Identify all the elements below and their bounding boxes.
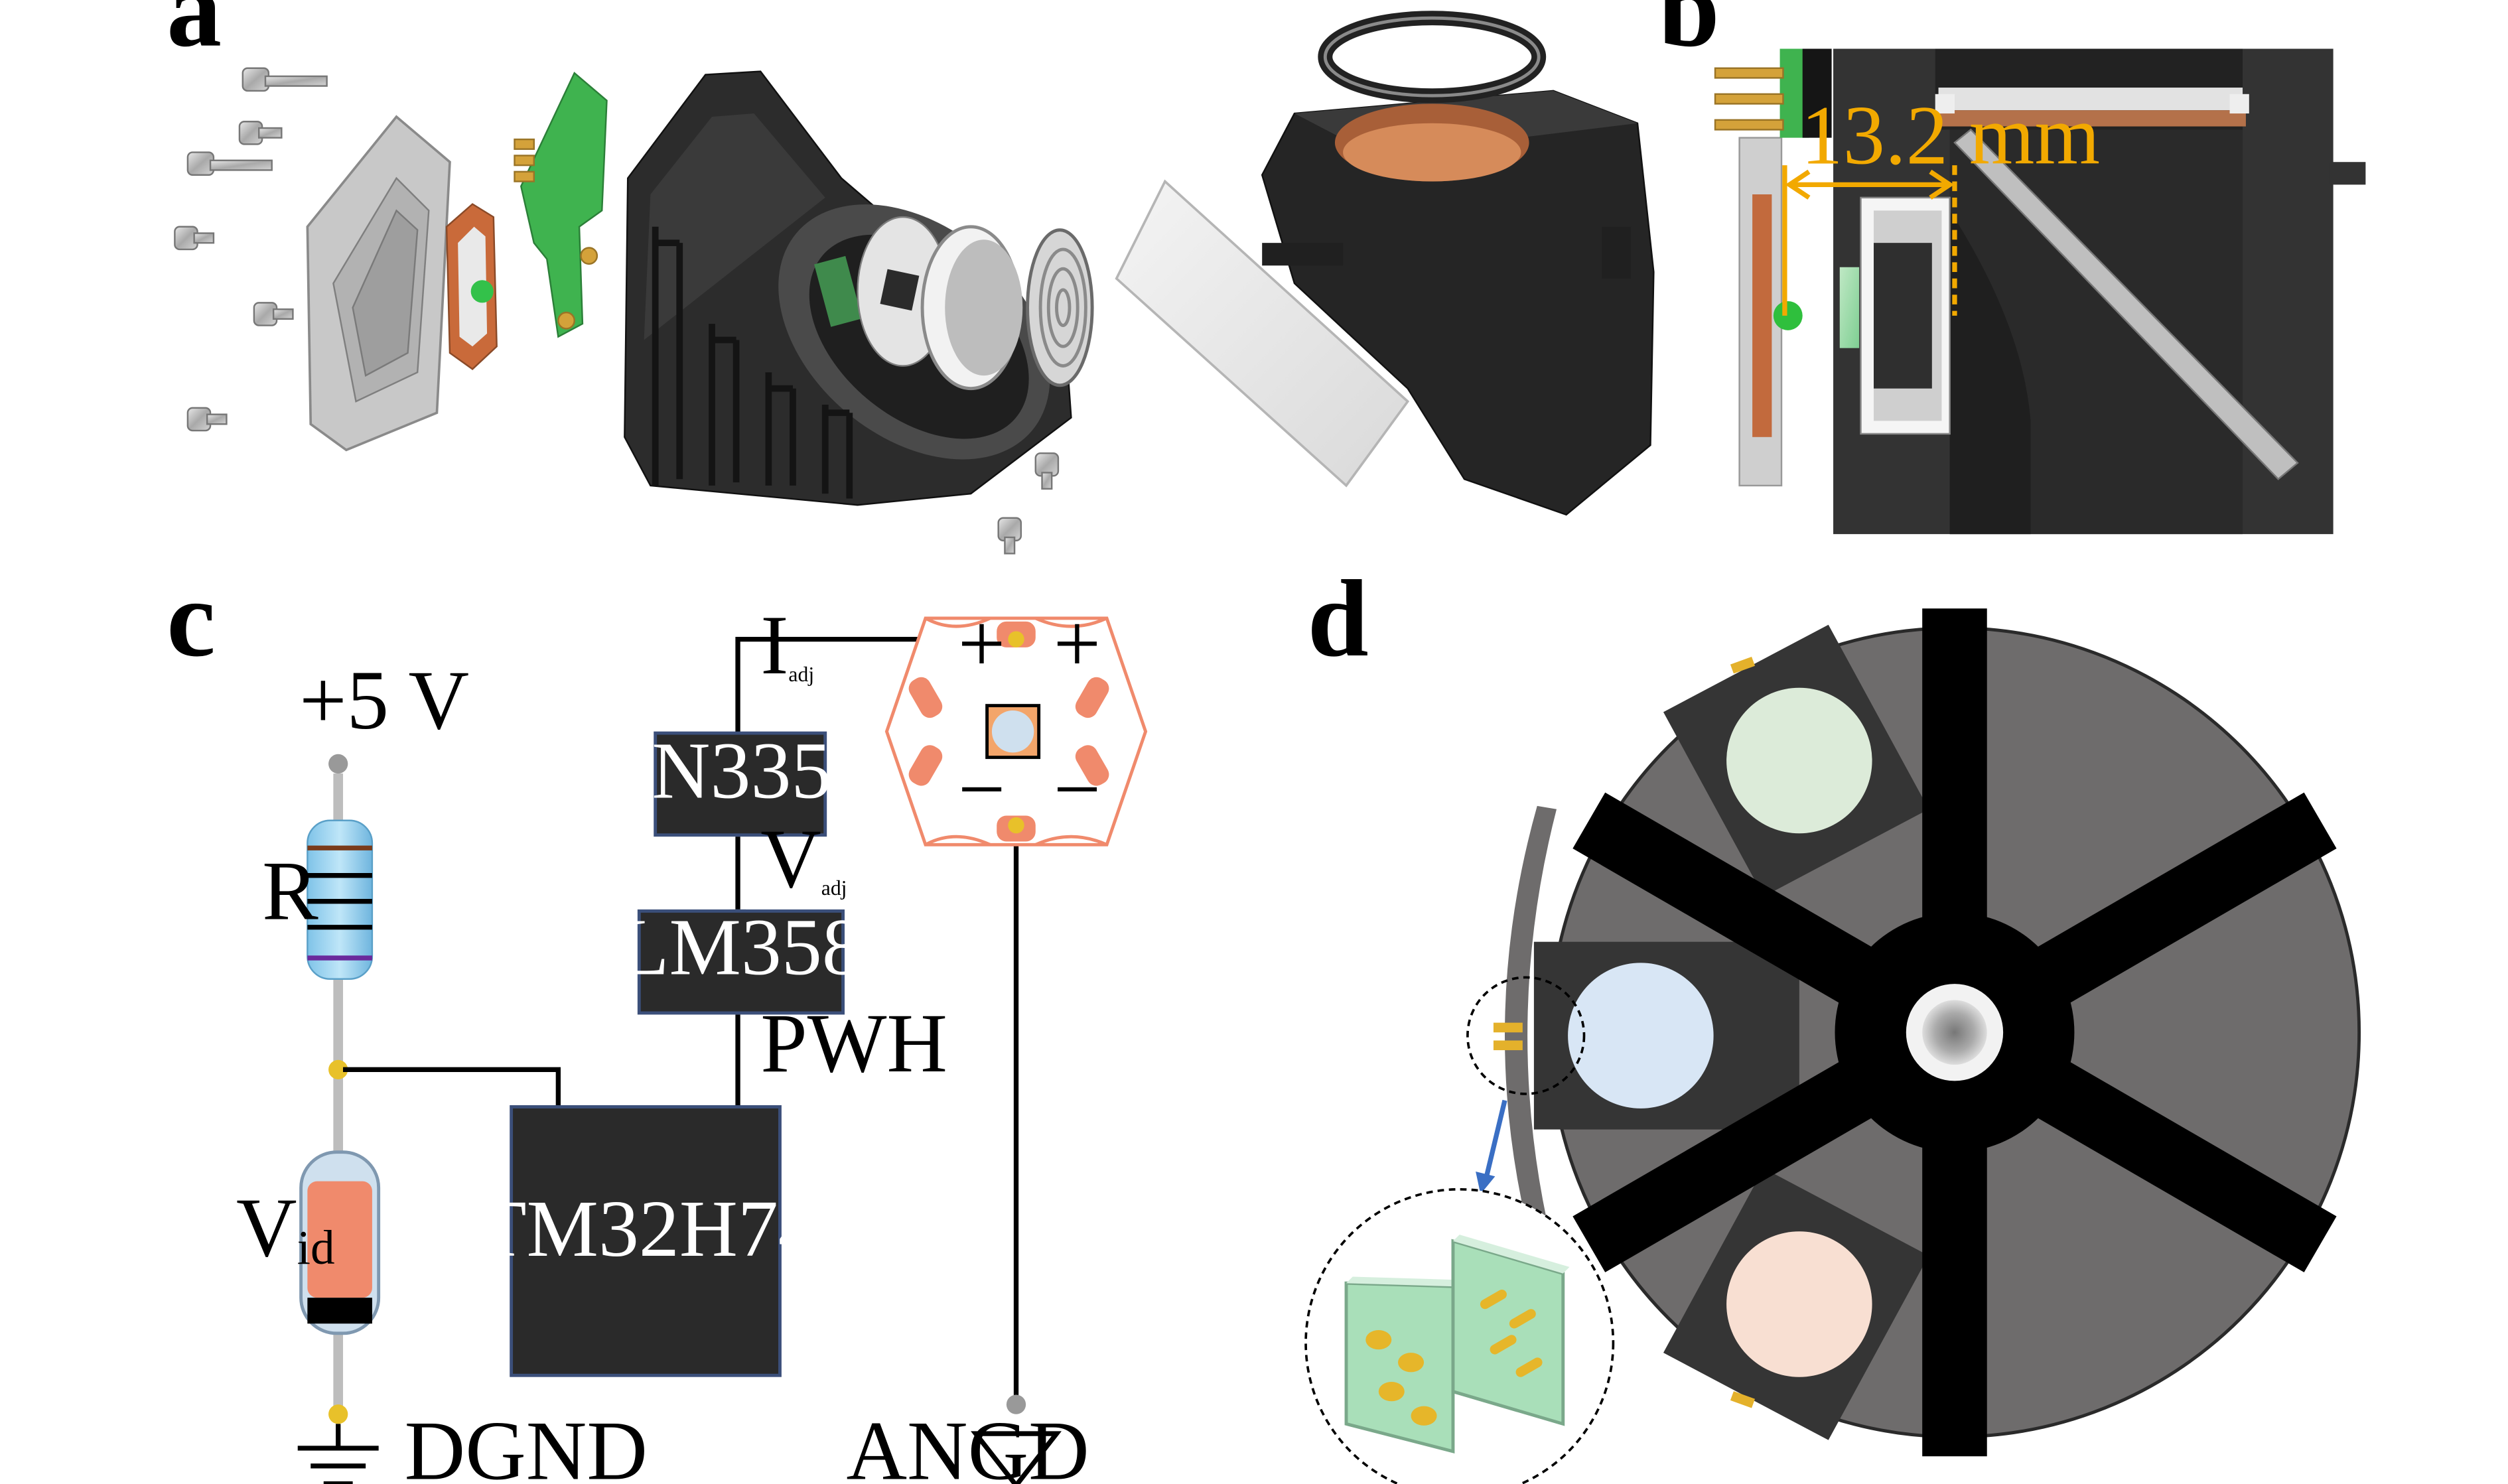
lens-section — [1860, 196, 1951, 435]
ground-node-analog — [1006, 1394, 1026, 1414]
screw — [242, 67, 328, 92]
panel-c: c +5 V R Vid DGND — [167, 557, 1148, 1484]
driver-label: SN3351 — [607, 726, 872, 816]
chip-stm32h743: STM32H743 — [432, 1105, 859, 1377]
screw — [997, 517, 1022, 555]
zoom-source-circle — [1466, 976, 1586, 1095]
led-plus-right: + — [1054, 597, 1101, 690]
panel-d-label: d — [1307, 557, 1368, 679]
divider-node — [328, 1059, 348, 1079]
screw — [186, 151, 273, 176]
screw — [253, 302, 294, 326]
heatsink-backplate — [306, 115, 451, 452]
dimension-label: 13.2 mm — [1801, 90, 2100, 182]
panel-a-label: a — [167, 0, 222, 70]
led-star-board — [445, 203, 498, 370]
photodetector-vid — [299, 1150, 381, 1335]
resistor-r — [307, 819, 374, 980]
hub-axle — [1922, 1000, 1987, 1065]
pogo-pins-section — [1714, 67, 1784, 131]
led-star-board-schematic: + + − − — [884, 597, 1148, 846]
zoom-detail — [1304, 1188, 1615, 1484]
lens-stack — [857, 216, 1094, 391]
filter-slot-green — [1663, 624, 1929, 897]
fold-mirror — [1953, 128, 2299, 480]
filter-tower — [1261, 11, 1655, 516]
led-die — [1773, 301, 1803, 330]
dgnd-label: DGND — [405, 1404, 648, 1484]
supply-node — [328, 754, 348, 774]
led-minus-left: − — [958, 743, 1006, 836]
screw — [186, 407, 228, 432]
chip-sn3351: SN3351 — [607, 726, 872, 837]
resistor-label: R — [262, 845, 318, 938]
vadj-label: Vadj — [760, 813, 847, 906]
panel-a: a — [167, 0, 1655, 555]
panel-b: b — [1659, 0, 2366, 535]
screw — [238, 121, 283, 145]
sensor-label: Vid — [236, 1181, 334, 1274]
angd-label: ANGD — [846, 1404, 1089, 1484]
cross-section-housing — [1833, 48, 2366, 535]
pwh-label: PWH — [760, 997, 947, 1090]
led-stack-section — [1714, 48, 1860, 487]
mcu-label: STM32H743 — [432, 1184, 859, 1274]
green-led — [470, 280, 494, 303]
pogo-pins — [514, 138, 598, 330]
pogo-pin-board — [514, 72, 608, 338]
digital-ground-symbol — [297, 1424, 379, 1484]
filter-slot-peach — [1663, 1168, 1929, 1440]
screw — [174, 226, 215, 251]
led-plus-left: + — [958, 597, 1006, 690]
filter-slot-blue — [1533, 941, 1799, 1130]
zoom-arrow-line — [1483, 1099, 1507, 1182]
iadj-label: Iadj — [760, 599, 814, 692]
chip-lm358: LM358 — [620, 902, 863, 1015]
panel-b-label: b — [1659, 0, 1720, 70]
contact-arc — [1505, 805, 1557, 1266]
analog-ground-symbol — [971, 1431, 1062, 1484]
contact-pads — [1365, 1290, 1543, 1426]
panel-d: d — [1304, 557, 2361, 1484]
supply-label: +5 V — [299, 654, 469, 747]
side-pogo-pins — [1493, 656, 1756, 1408]
zoom-arrow-head — [1476, 1171, 1496, 1195]
opamp-label: LM358 — [620, 902, 863, 992]
glass-mirror-plate — [1115, 179, 1410, 488]
ground-node-digital — [328, 1404, 348, 1424]
screw — [1034, 452, 1060, 490]
led-pads — [908, 621, 1109, 842]
mounting-screws — [174, 67, 1060, 555]
panel-c-label: c — [167, 557, 216, 679]
led-minus-right: − — [1054, 743, 1101, 836]
dimension-annotation — [1782, 165, 1957, 316]
